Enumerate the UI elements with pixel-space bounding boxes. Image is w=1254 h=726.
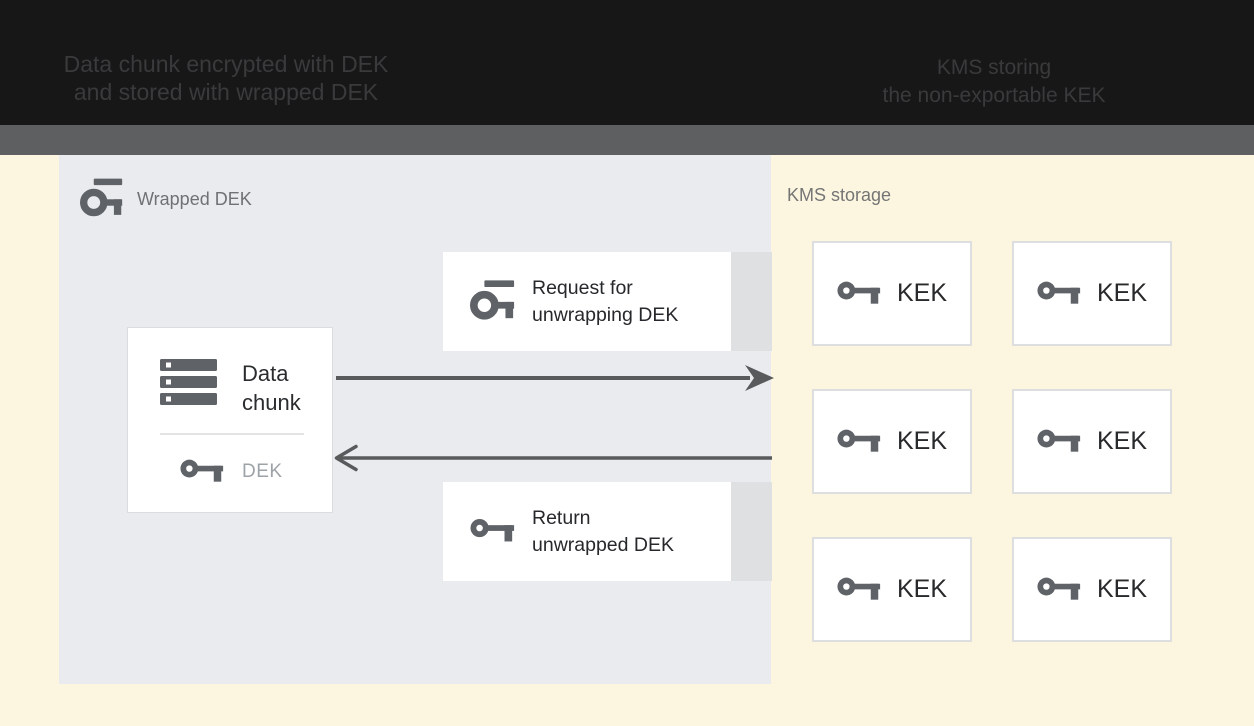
- data-chunk-divider: [160, 433, 304, 435]
- right-caption-line1: KMS storing: [936, 56, 1052, 79]
- header-band: Data chunk encrypted with DEK and stored…: [0, 0, 1254, 125]
- request-line2: unwrapping DEK: [532, 303, 679, 326]
- divider-bar: [0, 125, 1254, 155]
- dek-row: DEK: [180, 456, 283, 488]
- left-caption-line2: and stored with wrapped DEK: [73, 79, 379, 105]
- kek-label: KEK: [1096, 279, 1148, 307]
- return-unwrapped-box: Return unwrapped DEK: [443, 482, 731, 581]
- wrapped-dek-label-row: Wrapped DEK: [80, 176, 252, 223]
- kms-storage-label: KMS storage: [787, 185, 892, 205]
- return-line2: unwrapped DEK: [532, 533, 675, 556]
- return-line1: Return: [532, 506, 591, 529]
- key-icon: [470, 515, 516, 548]
- kek-box-1: KEK: [812, 241, 972, 346]
- kek-label: KEK: [1096, 575, 1148, 603]
- wrapped-key-icon: [80, 176, 124, 223]
- wrapped-dek-label: Wrapped DEK: [137, 189, 252, 209]
- data-chunk-title: Data chunk: [242, 359, 301, 417]
- request-unwrap-box: Request for unwrapping DEK: [443, 252, 731, 351]
- return-unwrapped-text: Return unwrapped DEK: [532, 505, 674, 559]
- key-icon: [1037, 426, 1082, 458]
- kek-box-3: KEK: [812, 389, 972, 494]
- key-icon: [837, 574, 882, 606]
- return-box-side-tab: [731, 482, 772, 581]
- request-line1: Request for: [532, 276, 633, 299]
- data-chunk-title-line1: Data: [242, 361, 289, 386]
- request-unwrap-row: Request for unwrapping DEK: [470, 252, 678, 351]
- request-box-side-tab: [731, 252, 772, 351]
- data-chunk-title-line2: chunk: [242, 390, 301, 415]
- key-icon: [1037, 278, 1082, 310]
- kek-box-4: KEK: [1012, 389, 1172, 494]
- kek-box-2: KEK: [1012, 241, 1172, 346]
- return-unwrapped-row: Return unwrapped DEK: [470, 482, 674, 581]
- right-caption-line2: the non-exportable KEK: [882, 84, 1106, 107]
- left-caption-line1: Data chunk encrypted with DEK: [63, 51, 389, 77]
- left-caption: Data chunk encrypted with DEK and stored…: [58, 50, 394, 106]
- key-icon: [1037, 574, 1082, 606]
- dek-label: DEK: [242, 461, 283, 482]
- kek-label: KEK: [896, 427, 948, 455]
- wrapped-key-icon: [470, 278, 516, 326]
- data-chunk-row: Data chunk: [160, 359, 301, 417]
- key-icon: [180, 456, 225, 488]
- kek-label: KEK: [896, 575, 948, 603]
- storage-stack-icon: [160, 359, 218, 411]
- data-chunk-box: Data chunk DEK: [127, 327, 333, 513]
- right-caption: KMS storing the non-exportable KEK: [878, 54, 1110, 110]
- kek-box-6: KEK: [1012, 537, 1172, 642]
- kek-box-5: KEK: [812, 537, 972, 642]
- key-icon: [837, 426, 882, 458]
- key-icon: [837, 278, 882, 310]
- request-unwrap-text: Request for unwrapping DEK: [532, 275, 678, 329]
- kek-label: KEK: [896, 279, 948, 307]
- kek-label: KEK: [1096, 427, 1148, 455]
